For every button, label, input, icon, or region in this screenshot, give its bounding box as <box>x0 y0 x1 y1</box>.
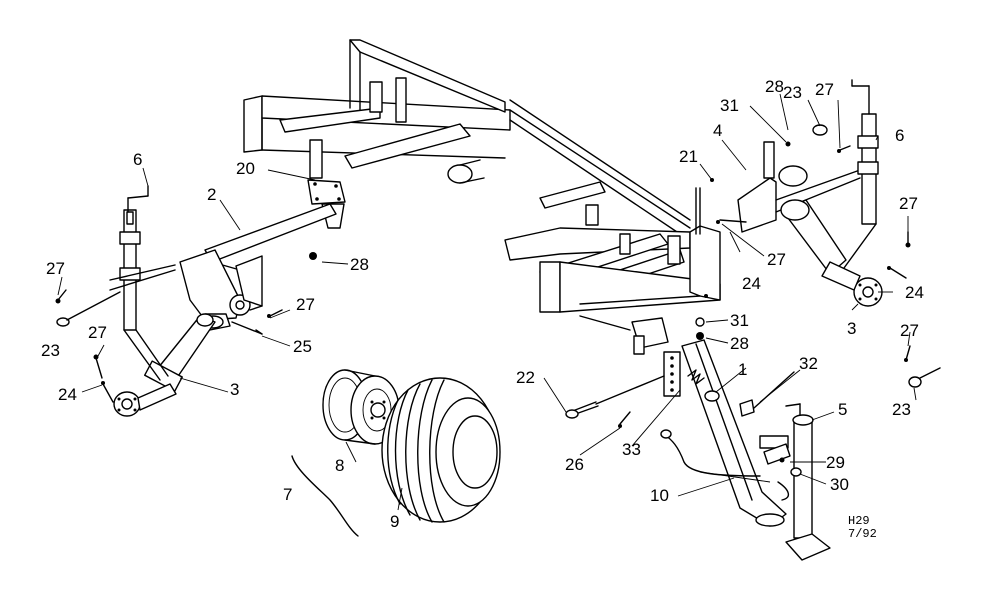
callout-1: 1 <box>738 360 748 379</box>
callout-29: 29 <box>826 453 845 472</box>
callout-24-right: 24 <box>905 283 924 302</box>
leader-lines <box>57 93 917 511</box>
callout-23-left: 23 <box>41 341 60 360</box>
callout-27-d: 27 <box>815 80 834 99</box>
callout-23-right: 23 <box>783 83 802 102</box>
callout-27-c: 27 <box>296 295 315 314</box>
callout-6-right: 6 <box>895 126 905 145</box>
callout-30: 30 <box>830 475 849 494</box>
left-spindle-arm <box>113 313 216 417</box>
callout-3-right: 3 <box>847 319 857 338</box>
callout-24-left: 24 <box>58 385 77 404</box>
callout-27-e: 27 <box>767 250 786 269</box>
tongue-arm-1 <box>663 339 787 527</box>
right-spindle-arm <box>780 199 883 307</box>
drawing-code-line1: H29 <box>848 514 870 528</box>
left-jack-stand <box>109 185 176 381</box>
callout-25: 25 <box>293 337 312 356</box>
left-main-frame <box>243 39 511 229</box>
callout-32: 32 <box>799 354 818 373</box>
callout-24-mid: 24 <box>742 274 761 293</box>
right-main-frame <box>504 99 721 355</box>
callout-10: 10 <box>650 486 669 505</box>
callout-26: 26 <box>565 455 584 474</box>
callout-21: 21 <box>679 147 698 166</box>
left-hardware <box>55 252 317 403</box>
callout-23-far: 23 <box>892 400 911 419</box>
callout-20: 20 <box>236 159 255 178</box>
callout-27-g: 27 <box>900 321 919 340</box>
callout-3-left: 3 <box>230 380 240 399</box>
right-hardware <box>695 124 941 388</box>
callout-28-mid: 28 <box>730 334 749 353</box>
left-axle <box>179 203 337 331</box>
right-jack-stand <box>843 79 879 269</box>
right-pin-21 <box>695 178 714 235</box>
pin-26 <box>618 411 631 428</box>
pin-22 <box>565 375 665 419</box>
callout-27-b: 27 <box>88 323 107 342</box>
callout-6-left: 6 <box>133 150 143 169</box>
safety-chain-10 <box>660 429 789 501</box>
callout-28-left: 28 <box>350 255 369 274</box>
wheel-assembly-brace <box>291 455 359 537</box>
right-bracket-4 <box>737 141 861 233</box>
callout-31-mid: 31 <box>730 311 749 330</box>
drawing-code-line2: 7/92 <box>848 527 877 541</box>
callout-27-a: 27 <box>46 259 65 278</box>
callout-4: 4 <box>713 121 723 140</box>
callout-8: 8 <box>335 456 345 475</box>
callout-31-top: 31 <box>720 96 739 115</box>
callout-27-f: 27 <box>899 194 918 213</box>
callout-9: 9 <box>390 512 400 531</box>
decal-32 <box>739 371 795 417</box>
callout-5: 5 <box>838 400 848 419</box>
callout-28-top: 28 <box>765 77 784 96</box>
jack-5 <box>759 403 831 561</box>
callout-22: 22 <box>516 368 535 387</box>
wheel-tire-9 <box>381 377 501 523</box>
callout-7: 7 <box>283 485 293 504</box>
callout-2: 2 <box>207 185 217 204</box>
callout-33: 33 <box>622 440 641 459</box>
